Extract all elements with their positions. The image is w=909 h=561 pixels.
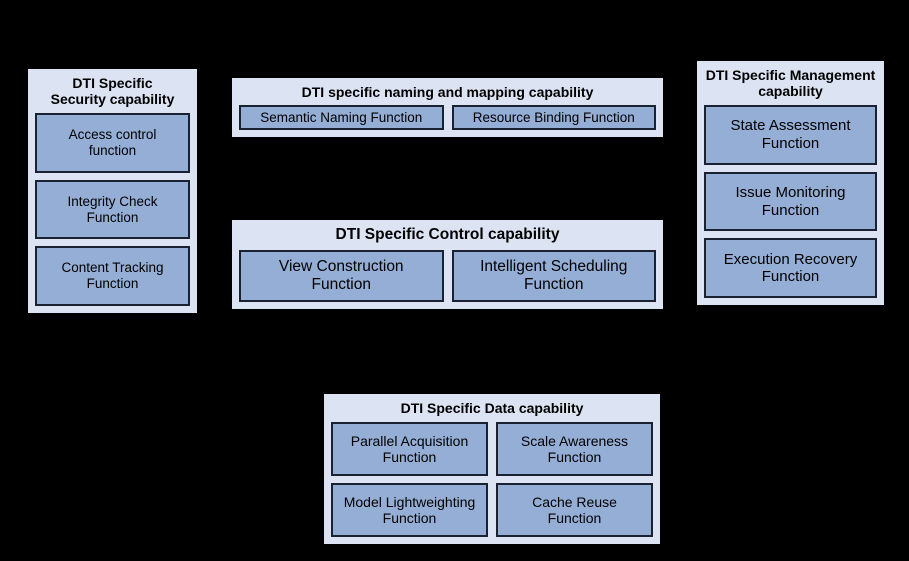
panel-management-row-2: Issue Monitoring Function	[704, 171, 877, 232]
panel-management-row-1: State Assessment Function	[704, 105, 877, 165]
panel-naming-and-mapping-capability[interactable]: DTI specific naming and mapping capabili…	[230, 76, 665, 139]
function-resource-binding[interactable]: Resource Binding Function	[451, 105, 656, 130]
panel-control-row-1: View Construction Function Intelligent S…	[239, 249, 656, 302]
panel-data-title: DTI Specific Data capability	[400, 400, 584, 416]
panel-security-capability[interactable]: DTI Specific Security capability Access …	[26, 67, 199, 315]
panel-data-body: Parallel Acquisition Function Scale Awar…	[331, 422, 653, 537]
panel-management-row-3: Execution Recovery Function	[704, 238, 877, 299]
panel-management-body: State Assessment Function Issue Monitori…	[704, 105, 877, 299]
function-semantic-naming[interactable]: Semantic Naming Function	[239, 105, 444, 130]
panel-security-row-1: Access control function	[35, 113, 190, 173]
panel-naming-body: Semantic Naming Function Resource Bindin…	[239, 105, 656, 130]
function-state-assessment[interactable]: State Assessment Function	[704, 105, 877, 165]
function-content-tracking[interactable]: Content Tracking Function	[35, 246, 190, 307]
function-scale-awareness[interactable]: Scale Awareness Function	[496, 422, 653, 477]
panel-data-capability[interactable]: DTI Specific Data capability Parallel Ac…	[322, 392, 662, 546]
function-execution-recovery[interactable]: Execution Recovery Function	[704, 238, 877, 299]
panel-security-row-3: Content Tracking Function	[35, 246, 190, 307]
function-issue-monitoring[interactable]: Issue Monitoring Function	[704, 171, 877, 232]
function-cache-reuse[interactable]: Cache Reuse Function	[496, 483, 653, 537]
panel-naming-title: DTI specific naming and mapping capabili…	[301, 84, 594, 100]
function-intelligent-scheduling[interactable]: Intelligent Scheduling Function	[451, 249, 656, 302]
panel-management-capability[interactable]: DTI Specific Management capability State…	[695, 59, 886, 307]
panel-data-row-2: Model Lightweighting Function Cache Reus…	[331, 483, 653, 537]
panel-control-title: DTI Specific Control capability	[335, 226, 560, 243]
panel-data-row-1: Parallel Acquisition Function Scale Awar…	[331, 422, 653, 477]
function-model-lightweighting[interactable]: Model Lightweighting Function	[331, 483, 488, 537]
panel-control-capability[interactable]: DTI Specific Control capability View Con…	[230, 218, 665, 311]
panel-management-title: DTI Specific Management capability	[705, 67, 876, 100]
panel-security-title: DTI Specific Security capability	[50, 75, 175, 108]
panel-security-row-2: Integrity Check Function	[35, 179, 190, 240]
function-integrity-check[interactable]: Integrity Check Function	[35, 179, 190, 240]
panel-control-body: View Construction Function Intelligent S…	[239, 249, 656, 302]
panel-naming-row-1: Semantic Naming Function Resource Bindin…	[239, 105, 656, 130]
function-access-control[interactable]: Access control function	[35, 113, 190, 173]
function-parallel-acquisition[interactable]: Parallel Acquisition Function	[331, 422, 488, 477]
panel-security-body: Access control function Integrity Check …	[35, 113, 190, 307]
function-view-construction[interactable]: View Construction Function	[239, 249, 444, 302]
